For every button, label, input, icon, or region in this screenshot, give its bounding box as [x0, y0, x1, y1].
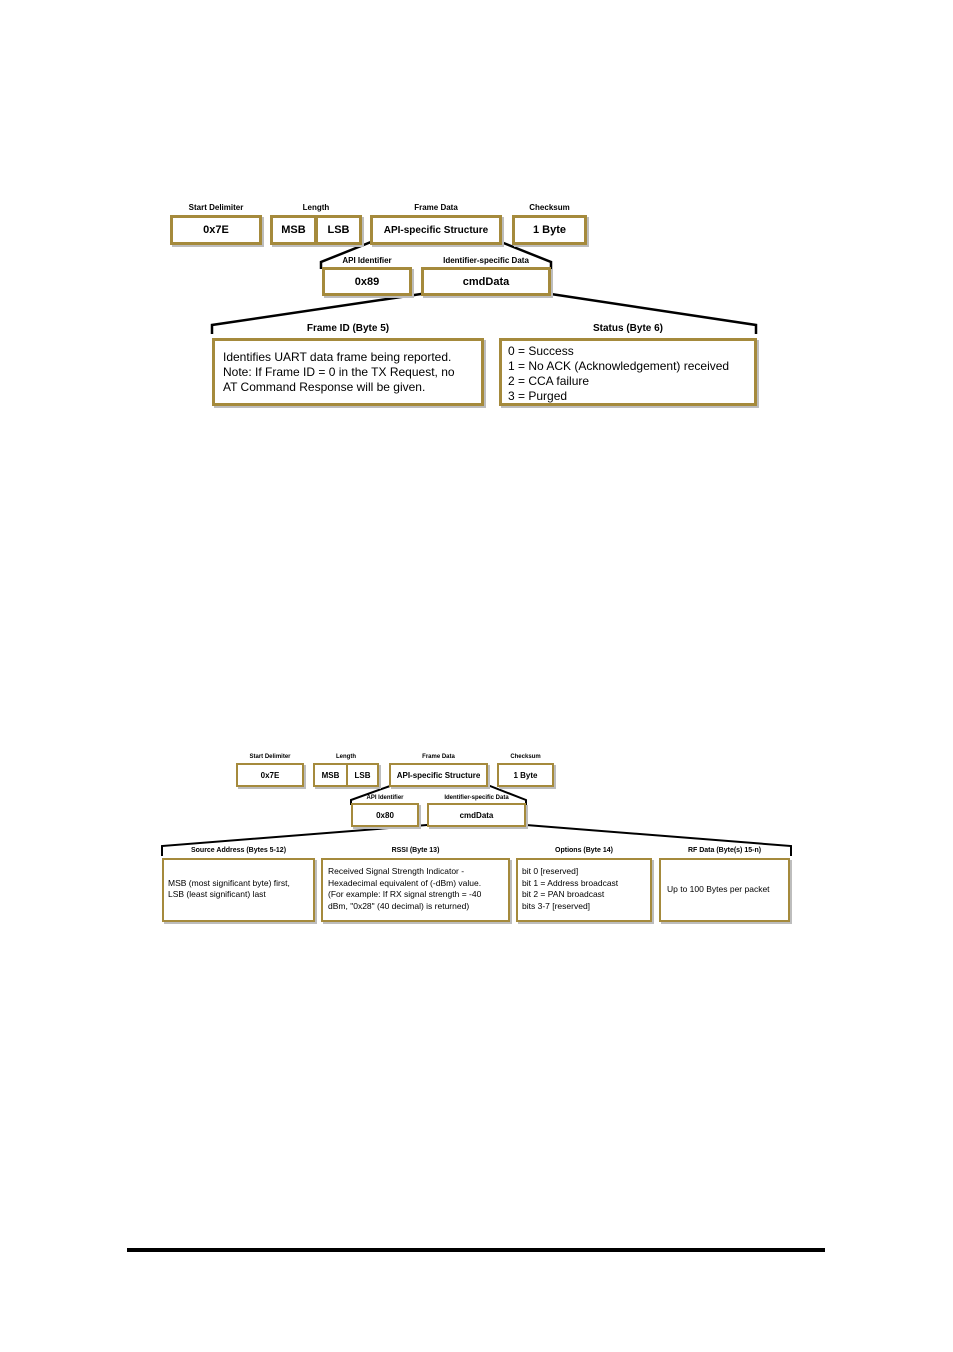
cmddata-box: cmdData	[421, 267, 551, 296]
api-identifier-label: API Identifier	[342, 256, 392, 265]
rssi-line: Hexadecimal equivalent of (-dBm) value.	[328, 877, 482, 888]
start-delimiter-box-2: 0x7E	[236, 763, 304, 787]
api-structure-box: API-specific Structure	[370, 215, 502, 245]
api-identifier-box: 0x89	[322, 267, 412, 296]
options-line: bit 0 [reserved]	[522, 866, 579, 876]
status-label: Status (Byte 6)	[592, 323, 663, 334]
rf-data-box: Up to 100 Bytes per packet	[659, 858, 790, 922]
rssi-line: (For example: If RX signal strength = -4…	[328, 889, 482, 899]
frame-id-line: AT Command Response will be given.	[223, 380, 426, 394]
status-line: 0 = Success	[508, 344, 574, 358]
frame-id-line: Identifies UART data frame being reporte…	[223, 350, 452, 364]
start-delimiter-box: 0x7E	[170, 215, 262, 245]
options-box: bit 0 [reserved] bit 1 = Address broadca…	[516, 858, 652, 922]
api-identifier-label-2: API Identifier	[366, 795, 404, 801]
checksum-label: Checksum	[529, 203, 570, 212]
options-label: Options (Byte 14)	[555, 847, 613, 854]
start-delimiter-label-2: Start Delimiter	[249, 754, 291, 760]
identifier-specific-data-label-2: Identifier-specific Data	[444, 795, 509, 801]
lsb-box-2: LSB	[346, 763, 379, 787]
frame-data-label-2: Frame Data	[422, 754, 455, 760]
status-line: 1 = No ACK (Acknowledgement) received	[508, 359, 730, 373]
cmddata-box-2: cmdData	[427, 803, 526, 827]
rssi-line: dBm, "0x28" (40 decimal) is returned)	[328, 900, 470, 911]
length-label-2: Length	[336, 754, 356, 760]
msb-box-2: MSB	[313, 763, 348, 787]
options-line: bit 2 = PAN broadcast	[522, 889, 605, 899]
checksum-box: 1 Byte	[512, 215, 587, 245]
frame-data-label: Frame Data	[414, 203, 458, 212]
rf-data-line: Up to 100 Bytes per packet	[667, 884, 770, 894]
rssi-line: Received Signal Strength Indicator -	[328, 866, 465, 876]
start-delimiter-label: Start Delimiter	[188, 203, 244, 212]
checksum-label-2: Checksum	[510, 754, 541, 760]
options-line: bits 3-7 [reserved]	[522, 900, 591, 911]
rf-data-label: RF Data (Byte(s) 15-n)	[687, 847, 762, 854]
frame-id-label: Frame ID (Byte 5)	[306, 323, 390, 334]
identifier-specific-data-label: Identifier-specific Data	[443, 256, 529, 265]
length-label: Length	[302, 203, 330, 212]
api-structure-box-2: API-specific Structure	[389, 763, 488, 787]
rssi-label: RSSI (Byte 13)	[391, 847, 440, 854]
checksum-box-2: 1 Byte	[497, 763, 554, 787]
source-address-label: Source Address (Bytes 5-12)	[190, 847, 287, 854]
status-line: 3 = Purged	[508, 389, 568, 403]
source-address-line: LSB (least significant) last	[168, 889, 266, 899]
frame-id-box: Identifies UART data frame being reporte…	[212, 338, 484, 406]
rssi-box: Received Signal Strength Indicator - Hex…	[321, 858, 510, 922]
status-box: 0 = Success 1 = No ACK (Acknowledgement)…	[499, 338, 757, 406]
source-address-box: MSB (most significant byte) first, LSB (…	[162, 858, 315, 922]
frame-id-line: Note: If Frame ID = 0 in the TX Request,…	[223, 365, 455, 379]
footer-rule	[127, 1248, 825, 1252]
status-line: 2 = CCA failure	[508, 374, 590, 388]
msb-box: MSB	[270, 215, 317, 245]
options-line: bit 1 = Address broadcast	[522, 877, 619, 888]
lsb-box: LSB	[315, 215, 362, 245]
api-identifier-box-2: 0x80	[351, 803, 419, 827]
source-address-line: MSB (most significant byte) first,	[168, 878, 290, 888]
